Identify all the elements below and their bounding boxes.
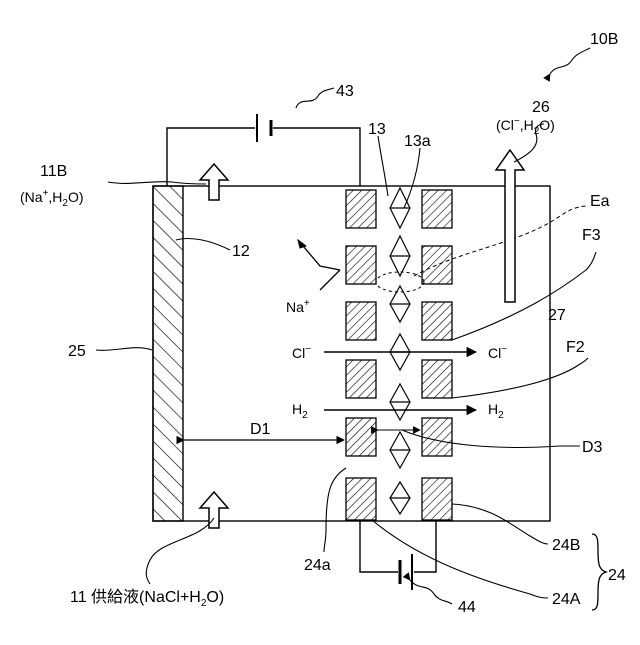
leader-13a	[404, 148, 420, 208]
label-11B: 11B	[40, 163, 67, 180]
label-supply: 11 供給液(NaCl+H2O)	[70, 588, 224, 609]
na-arrowhead	[298, 240, 306, 248]
gas-h2-left: H2	[292, 401, 308, 421]
leader-11B	[108, 182, 206, 184]
label-10B: 10B	[590, 31, 618, 48]
label-12: 12	[232, 243, 250, 260]
label-D3: D3	[582, 439, 603, 456]
ion-cl-left: Cl−	[292, 344, 311, 361]
label-26: 26	[532, 99, 550, 116]
ion-na: Na+	[286, 298, 310, 315]
leader-F2	[452, 358, 588, 398]
inlet-arrow-bottom	[200, 492, 228, 528]
leader-13	[378, 136, 388, 196]
species-26: (Cl−,H2O)	[496, 116, 555, 137]
inlet-arrow-top	[200, 164, 228, 200]
leader-24a	[324, 468, 346, 552]
wire-43-right	[273, 128, 360, 186]
leader-25	[96, 348, 152, 351]
leader-24A	[372, 520, 548, 598]
label-24: 24	[608, 567, 626, 584]
brace-24	[592, 534, 606, 610]
label-Ea: Ea	[590, 193, 610, 210]
gas-h2-right: H2	[488, 401, 504, 421]
label-43: 43	[336, 83, 354, 100]
leader-F3	[452, 252, 596, 340]
leader-10B	[550, 48, 590, 74]
wire-44-left	[360, 521, 398, 572]
wall-25	[153, 186, 183, 521]
wire-44-right	[414, 521, 436, 572]
channel-diamonds	[390, 188, 410, 514]
ion-cl-right: Cl−	[488, 344, 507, 361]
leader-24B	[452, 504, 548, 544]
label-24B: 24B	[552, 537, 580, 554]
label-13a: 13a	[404, 133, 431, 150]
leader-44	[410, 580, 452, 604]
label-44: 44	[458, 599, 476, 616]
species-11B: (Na+,H2O)	[20, 188, 84, 209]
label-24A: 24A	[552, 591, 581, 608]
outlet-arrow	[496, 150, 524, 302]
leader-11	[146, 518, 214, 584]
label-27: 27	[548, 307, 566, 324]
label-24a: 24a	[304, 557, 331, 574]
label-13: 13	[368, 121, 386, 138]
label-D1: D1	[250, 421, 271, 438]
leader-43	[296, 88, 334, 108]
label-25: 25	[68, 343, 86, 360]
na-path-tail	[320, 270, 340, 290]
leader-12	[176, 238, 230, 250]
label-F2: F2	[566, 339, 585, 356]
label-F3: F3	[582, 227, 601, 244]
